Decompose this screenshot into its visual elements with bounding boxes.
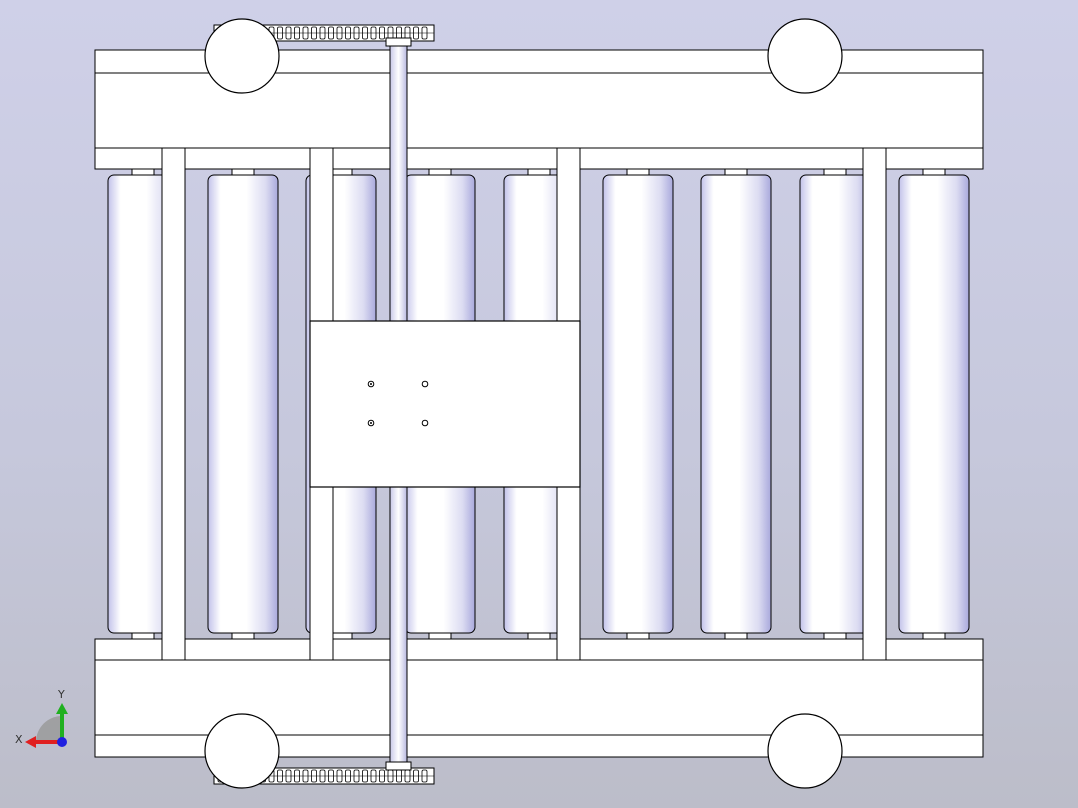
z-axis-dot xyxy=(57,737,67,747)
mounting-hole xyxy=(367,380,375,388)
roller[interactable] xyxy=(898,168,970,640)
wheel-top-right[interactable] xyxy=(767,18,843,94)
y-axis-arrowhead xyxy=(56,703,68,714)
cross-member[interactable] xyxy=(161,147,186,661)
y-axis-label: Y xyxy=(58,688,65,701)
x-axis-arrowhead xyxy=(25,736,36,748)
axis-triad[interactable] xyxy=(25,703,68,748)
roller[interactable] xyxy=(207,168,279,640)
roller[interactable] xyxy=(700,168,772,640)
wheel-bottom-left[interactable] xyxy=(204,713,280,789)
wheel-top-left[interactable] xyxy=(204,18,280,94)
mounting-hole xyxy=(421,419,429,427)
roller[interactable] xyxy=(799,168,871,640)
mounting-hole xyxy=(367,419,375,427)
wheel-bottom-right[interactable] xyxy=(767,713,843,789)
cross-member[interactable] xyxy=(862,147,887,661)
mounting-plate[interactable] xyxy=(309,320,581,488)
cross-member-set xyxy=(161,147,887,661)
roller[interactable] xyxy=(107,168,179,640)
mounting-hole xyxy=(421,380,429,388)
triad-plane-shade xyxy=(36,716,62,742)
roller[interactable] xyxy=(602,168,674,640)
x-axis-label: X xyxy=(15,733,23,746)
